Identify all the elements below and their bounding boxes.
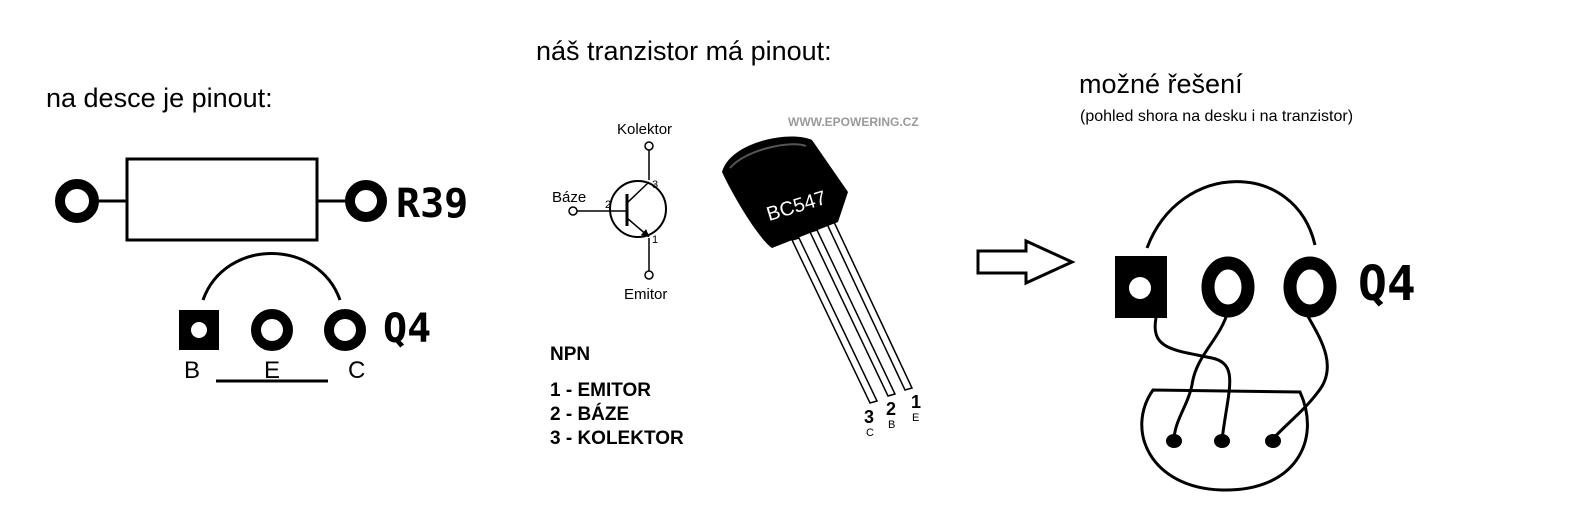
emitter-label: Emitor [624,286,667,303]
resistor-r39: R39 [55,157,468,242]
leg-2-letter: B [888,419,895,431]
pin-label-e: E [264,357,280,384]
left-heading: na desce je pinout: [46,83,273,113]
pad-e-right [1201,256,1255,318]
collector-label: Kolektor [617,121,672,138]
pad-b-hole [191,322,207,338]
wire-collector [1270,310,1329,441]
leg-2 [808,229,897,397]
emitter-terminal [644,270,654,280]
pad-b-right-hole [1129,277,1151,299]
middle-panel: náš tranzistor má pinout: Kolektor 3 Báz… [536,36,921,449]
leg-2-number: 2 [886,399,896,419]
package-face [754,165,828,223]
left-panel: na desce je pinout: R39 Q4 B E C [46,83,468,384]
pad-c [324,309,366,351]
resistor-pad-left [55,179,99,223]
leg-3 [790,237,879,404]
pin-label-b: B [184,357,200,384]
solution-arrow-icon [976,238,1076,286]
legend-title: NPN [550,344,590,365]
npn-symbol: Kolektor 3 Báze 2 1 Emitor [552,121,672,303]
legend-item-baze: 2 - BÁZE [550,403,629,425]
leg-3-number: 3 [864,407,874,427]
collector-line [626,181,650,204]
pin-label-c: C [348,357,365,384]
q4-outline-arc [201,252,342,301]
watermark: WWW.EPOWERING.CZ [788,115,919,129]
middle-heading: náš tranzistor má pinout: [536,36,832,66]
right-panel: možné řešení (pohled shora na desku i na… [1079,69,1416,492]
q4-footprint-board: Q4 B E C [179,252,431,384]
package-legs [790,221,914,404]
transistor-top-view [1140,388,1309,492]
pad-e [251,309,293,351]
leg-1 [825,221,914,391]
q4-outline-arc-right [1145,180,1317,249]
base-pin-number: 2 [605,199,611,211]
leg-dot-left [1166,434,1182,448]
q4-label-right: Q4 [1358,256,1416,312]
base-label: Báze [552,189,586,206]
collector-terminal [644,141,654,151]
q4-label-left: Q4 [383,306,431,352]
wire-base [1153,317,1232,441]
right-heading: možné řešení [1079,69,1243,99]
legend-item-emitor: 1 - EMITOR [550,380,651,401]
npn-legend: NPN 1 - EMITOR 2 - BÁZE 3 - KOLEKTOR [550,344,684,449]
pad-c-right [1283,256,1337,318]
leg-1-number: 1 [911,392,921,412]
transistor-circle [609,180,667,238]
base-terminal [568,206,578,216]
to92-package: BC547 3 C 2 B 1 E [722,136,921,439]
leg-1-letter: E [912,412,919,424]
resistor-pad-right [345,180,387,222]
emitter-arrow [626,217,650,238]
legend-item-kolektor: 3 - KOLEKTOR [550,428,684,449]
leg-3-letter: C [866,427,874,439]
leg-dot-right [1265,434,1281,448]
collector-pin-number: 3 [652,179,658,191]
emitter-pin-number: 1 [652,234,658,246]
resistor-label: R39 [396,181,468,227]
wire-emitter [1172,310,1230,439]
right-subheading: (pohled shora na desku i na tranzistor) [1080,108,1353,125]
resistor-body [125,157,319,242]
leg-dot-middle [1214,434,1230,448]
package-highlight [729,143,807,169]
